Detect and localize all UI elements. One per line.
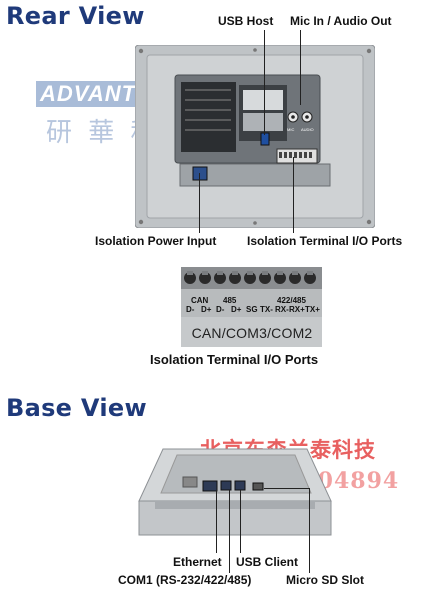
- base-device-image: [138, 448, 332, 536]
- terminal-caption: Isolation Terminal I/O Ports: [150, 352, 319, 367]
- 485-group-label: 485: [223, 296, 237, 305]
- terminal-bottom-text: CAN/COM3/COM2: [191, 325, 313, 341]
- can-group-label: CAN: [191, 296, 209, 305]
- mic-audio-label: Mic In / Audio Out: [290, 14, 392, 28]
- micro-sd-leader: [309, 488, 310, 573]
- usb-host-leader: [264, 30, 265, 135]
- terminal-pin-labels: D- D+ D- D+ SG TX- RX- RX+ TX+: [183, 305, 323, 317]
- com1-label: COM1 (RS-232/422/485): [118, 573, 252, 587]
- mic-text: MIC: [287, 127, 294, 132]
- pin-8: RX+: [289, 305, 305, 314]
- usb-client-leader: [240, 490, 241, 553]
- pin-5: SG: [246, 305, 258, 314]
- ethernet-leader: [216, 490, 217, 553]
- pin-4: D+: [231, 305, 242, 314]
- ethernet-label: Ethernet: [173, 555, 222, 569]
- rear-view-title: Rear View: [6, 2, 145, 30]
- iso-power-leader: [199, 173, 200, 233]
- pin-3: D-: [216, 305, 225, 314]
- iso-terminal-label: Isolation Terminal I/O Ports: [247, 234, 403, 248]
- mic-audio-leader: [300, 30, 301, 105]
- pin-6: TX-: [260, 305, 273, 314]
- rear-device-image: MIC AUDIO: [135, 45, 375, 228]
- usb-client-label: USB Client: [236, 555, 299, 569]
- iso-terminal-leader: [293, 157, 294, 233]
- pin-9: TX+: [305, 305, 320, 314]
- pin-2: D+: [201, 305, 212, 314]
- 422-485-group-label: 422/485: [277, 296, 306, 305]
- terminal-group-labels: CAN 485 422/485: [183, 296, 321, 308]
- micro-sd-leader-horizontal: [264, 488, 309, 489]
- base-view-title: Base View: [6, 394, 147, 422]
- iso-power-label: Isolation Power Input: [95, 234, 217, 248]
- terminal-block-image: [181, 267, 322, 347]
- usb-host-label: USB Host: [218, 14, 274, 28]
- pin-7: RX-: [275, 305, 289, 314]
- pin-1: D-: [186, 305, 195, 314]
- audio-text: AUDIO: [301, 127, 314, 132]
- micro-sd-label: Micro SD Slot: [286, 573, 365, 587]
- com1-leader: [229, 490, 230, 573]
